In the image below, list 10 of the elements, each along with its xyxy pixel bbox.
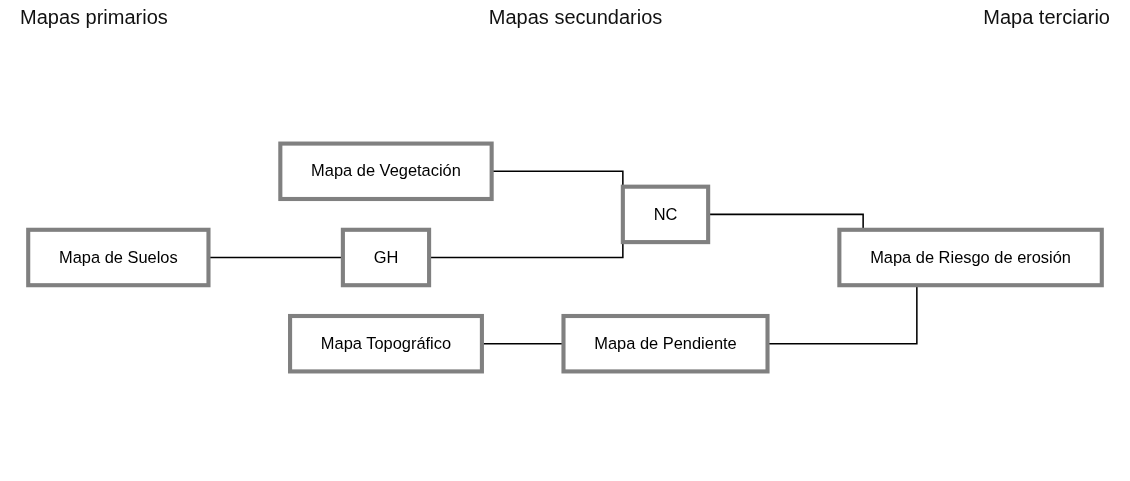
node-box: Mapa de Vegetación [278, 141, 494, 202]
column-heading: Mapa terciario [983, 6, 1110, 30]
node-box: Mapa de Pendiente [561, 313, 770, 374]
node-box: Mapa Topográfico [288, 313, 484, 374]
column-heading: Mapas secundarios [488, 6, 663, 30]
node-box: NC [620, 184, 711, 245]
node-box: Mapa de Suelos [26, 227, 211, 288]
node-box: Mapa de Riesgo de erosión [837, 227, 1104, 288]
column-heading: Mapas primarios [20, 6, 168, 30]
node-box: GH [340, 227, 432, 288]
